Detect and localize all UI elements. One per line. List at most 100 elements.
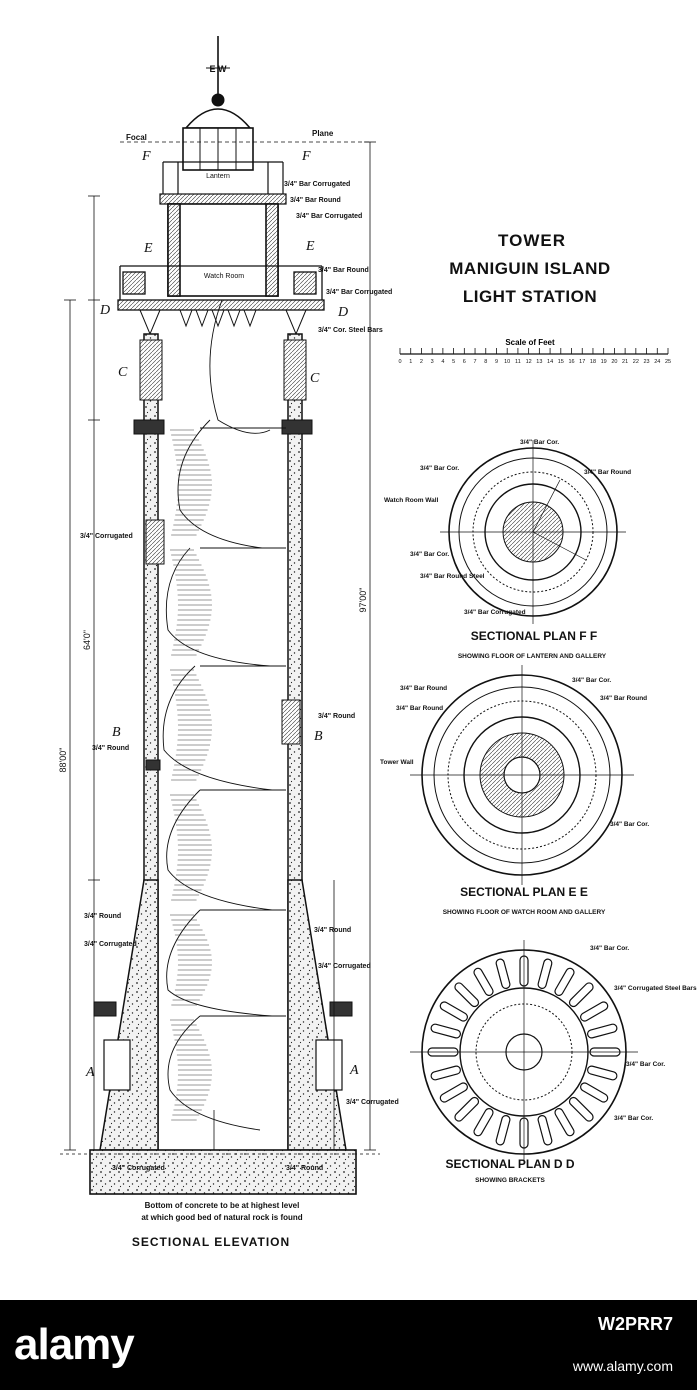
bracket — [587, 1023, 618, 1039]
section-mark-e-left: E — [143, 241, 153, 256]
title-line2: MANIGUIN ISLAND — [449, 259, 610, 278]
scale-tick-label: 24 — [654, 359, 660, 365]
plan-label: 3/4" Bar Corrugated — [464, 609, 526, 616]
plan-label: 3/4" Bar Round — [600, 695, 647, 702]
bracket — [554, 1108, 575, 1137]
bracket — [568, 1096, 594, 1122]
plan-label: 3/4" Bar Cor. — [520, 439, 559, 446]
annotation-left: 3/4" Round — [92, 745, 129, 752]
bracket — [537, 958, 553, 989]
plan-label: 3/4" Bar Round Steel — [420, 573, 485, 580]
section-mark-f-right: F — [301, 149, 311, 164]
scale-tick-label: 16 — [568, 359, 574, 365]
plan-dd-labels: 3/4" Bar Cor. 3/4" Corrugated Steel Bars… — [590, 945, 697, 1122]
section-mark-d-left: D — [99, 303, 110, 318]
bracket — [580, 1001, 609, 1022]
focal-label: Focal — [126, 133, 147, 142]
stair-treads — [170, 429, 212, 1121]
entrance-door-right — [315, 1039, 343, 1091]
scale-tick-label: 23 — [643, 359, 649, 365]
section-mark-c-left: C — [118, 365, 128, 380]
stock-footer: alamy W2PRR7 www.alamy.com — [0, 1300, 697, 1390]
section-mark-b-left: B — [112, 725, 121, 740]
scale-tick-label: 14 — [547, 359, 553, 365]
scale-tick-label: 6 — [463, 359, 466, 365]
stock-image-id: W2PRR7 — [597, 1314, 673, 1334]
scale-tick-label: 1 — [409, 359, 412, 365]
annotation-right: 3/4" Bar Corrugated — [326, 289, 392, 296]
bracket — [454, 982, 480, 1008]
weather-vane — [206, 36, 230, 107]
scale-tick-label: 13 — [536, 359, 542, 365]
scale-label: Scale of Feet — [505, 338, 555, 347]
annotation-right: 3/4" Bar Round — [318, 267, 369, 274]
dimension-mid: 64'0" — [82, 630, 92, 650]
plan-label: 3/4" Bar Round — [584, 469, 631, 476]
stock-url: www.alamy.com — [572, 1358, 673, 1374]
lantern-label: Lantern — [206, 173, 230, 180]
scale-tick-label: 19 — [601, 359, 607, 365]
plan-label: 3/4" Bar Cor. — [590, 945, 629, 952]
elevation-labels: E W Focal Plane Lantern Watch Room F F E… — [58, 64, 399, 1249]
footnote-line2: at which good bed of natural rock is fou… — [141, 1213, 302, 1222]
plan-label: 3/4" Bar Cor. — [420, 465, 459, 472]
annotation-right: 3/4" Bar Corrugated — [296, 213, 362, 220]
scale-tick-label: 9 — [495, 359, 498, 365]
elevation-caption: SECTIONAL ELEVATION — [132, 1235, 290, 1249]
stair-landings — [200, 427, 286, 1017]
plan-label: 3/4" Bar Round — [400, 685, 447, 692]
plan-ff-labels: 3/4" Bar Cor. 3/4" Bar Cor. 3/4" Bar Rou… — [384, 439, 631, 616]
annotation-right: 3/4" Corrugated — [318, 963, 371, 970]
bracket — [439, 1082, 468, 1103]
annotation-left: 3/4" Corrugated — [84, 941, 137, 948]
section-mark-e-right: E — [305, 239, 315, 254]
scale-tick-label: 0 — [398, 359, 401, 365]
bracket — [439, 1001, 468, 1022]
bracket — [580, 1082, 609, 1103]
watch-room-label: Watch Room — [204, 273, 244, 280]
scale-tick-label: 21 — [622, 359, 628, 365]
bracket — [430, 1023, 461, 1039]
plan-dd-subcaption: SHOWING BRACKETS — [475, 1177, 545, 1184]
annotation-right: 3/4" Round — [314, 927, 351, 934]
scale-tick-label: 10 — [504, 359, 510, 365]
foundation-slab — [89, 1149, 357, 1195]
bracket — [568, 982, 594, 1008]
plan-ff-subcaption: SHOWING FLOOR OF LANTERN AND GALLERY — [458, 653, 607, 660]
footnote-line1: Bottom of concrete to be at highest leve… — [145, 1201, 300, 1210]
bracket — [495, 958, 511, 989]
scale-tick-label: 20 — [611, 359, 617, 365]
plan-label: 3/4" Bar Cor. — [410, 551, 449, 558]
scale-tick-label: 22 — [633, 359, 639, 365]
plan-ee-labels: 3/4" Bar Round 3/4" Bar Round 3/4" Bar C… — [380, 677, 649, 828]
section-mark-a-left: A — [85, 1065, 95, 1080]
annotation-right: 3/4" Corrugated — [346, 1099, 399, 1106]
scale-tick-label: 12 — [526, 359, 532, 365]
spiral-staircase — [162, 299, 273, 1131]
watch-room — [167, 203, 279, 297]
plan-dd-caption: SECTIONAL PLAN D D — [445, 1157, 574, 1171]
drawing-sheet: E W Focal Plane Lantern Watch Room F F E… — [58, 36, 697, 1249]
scale-tick-label: 15 — [558, 359, 564, 365]
section-mark-f-left: F — [141, 149, 151, 164]
plan-label: 3/4" Bar Cor. — [626, 1061, 665, 1068]
title-line1: TOWER — [498, 231, 566, 250]
plane-label: Plane — [312, 129, 334, 138]
tower-shaft — [133, 333, 313, 1155]
plan-label: Watch Room Wall — [384, 497, 439, 504]
section-mark-b-right: B — [314, 729, 323, 744]
annotation-right: 3/4" Round — [318, 713, 355, 720]
annotation-right: 3/4" Cor. Steel Bars — [318, 327, 383, 334]
sectional-elevation — [60, 36, 380, 1195]
annotation-left: 3/4" Corrugated — [80, 533, 133, 540]
lantern-glazing — [182, 127, 254, 171]
bracket — [554, 967, 575, 996]
bracket — [473, 967, 494, 996]
section-mark-a-right: A — [349, 1063, 359, 1078]
base-annotation-left: 3/4" Corrugated — [112, 1165, 165, 1172]
scale-tick-label: 7 — [474, 359, 477, 365]
bracket — [587, 1065, 618, 1081]
lighthouse-drawing: E W Focal Plane Lantern Watch Room F F E… — [58, 36, 697, 1249]
section-mark-c-right: C — [310, 371, 320, 386]
